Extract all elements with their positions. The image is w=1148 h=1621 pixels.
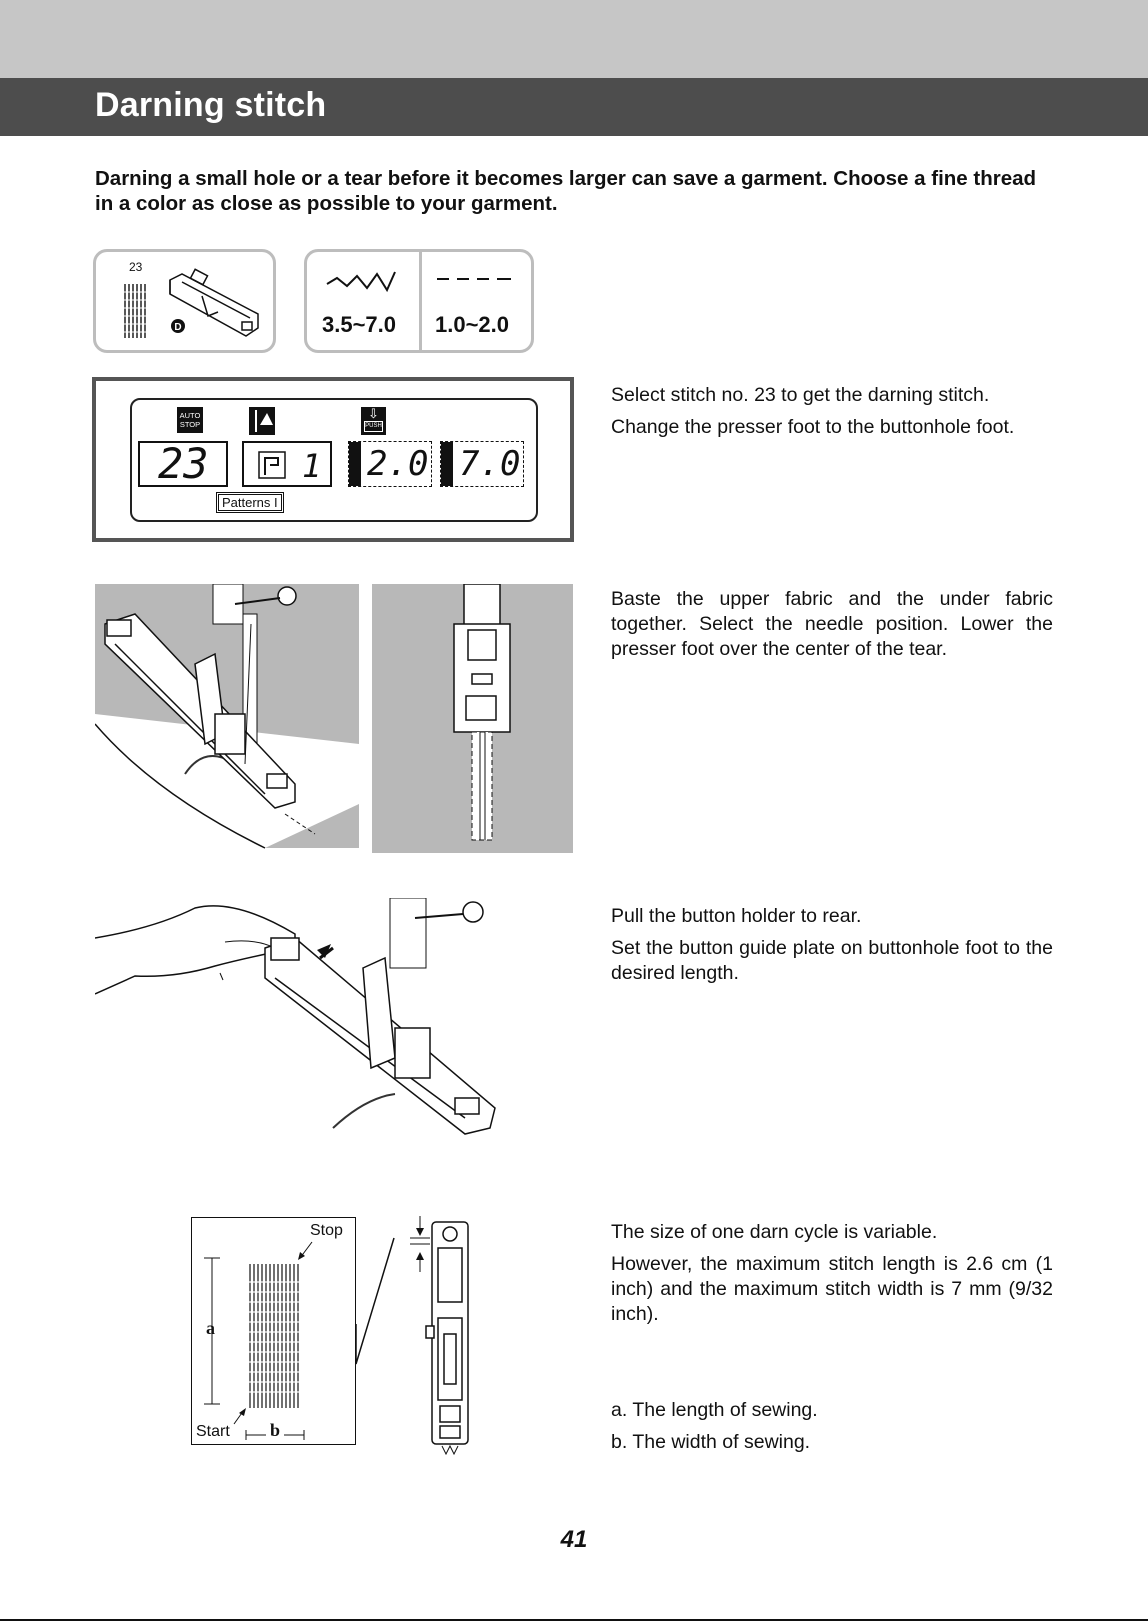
step-3-text: Pull the button holder to rear. Set the … [611,904,1053,993]
lcd-width-value: 7.0 [459,444,520,484]
stitch-number: 23 [129,260,142,274]
pattern-display: 1 [242,441,332,487]
title-bar: Darning stitch [0,78,1148,136]
length-display: 2.0 [348,441,432,487]
stitch-width-icon [325,270,401,296]
length-indicator-icon [349,442,361,486]
lcd-length-value: 2.0 [367,444,428,484]
darning-pattern-icon [123,278,149,342]
width-display: 7.0 [440,441,524,487]
needle-position-icon [249,407,275,435]
page-number: 41 [0,1526,1148,1554]
width-indicator-icon [441,442,453,486]
stitch-display: 23 [138,441,228,487]
darning-diagram: Stop Start a b [191,1217,356,1445]
step-4-text: The size of one darn cycle is variable. … [611,1220,1053,1334]
darning-stitch-pattern [192,1218,354,1443]
length-range: 1.0~2.0 [435,312,509,338]
width-range: 3.5~7.0 [322,312,396,338]
foot-box: 23 D [93,249,276,353]
patterns-label: Patterns I [218,494,282,511]
legend: a. The length of sewing. b. The width of… [611,1398,1053,1462]
stitch-length-icon [435,274,515,284]
foot-letter: D [174,322,181,333]
pull-button-holder-illustration [95,898,515,1148]
push-icon: ⇩ PUSH [361,407,386,435]
lcd-stitch-number: 23 [158,439,209,488]
foot-plate-illustration [352,1214,482,1462]
settings-box: 3.5~7.0 1.0~2.0 [304,249,534,353]
step-1-text: Select stitch no. 23 to get the darning … [611,383,1053,447]
buttonhole-foot-icon: D [162,266,266,346]
settings-divider [419,252,422,350]
intro-text: Darning a small hole or a tear before it… [95,166,1055,216]
foot-top-view-illustration [372,584,574,854]
pattern-group-icon [258,451,286,479]
page-title: Darning stitch [95,86,326,125]
foot-on-fabric-illustration [95,584,360,849]
top-band [0,0,1148,78]
step-2-text: Baste the upper fabric and the under fab… [611,587,1053,669]
lcd-pattern-number: 1 [302,447,321,485]
